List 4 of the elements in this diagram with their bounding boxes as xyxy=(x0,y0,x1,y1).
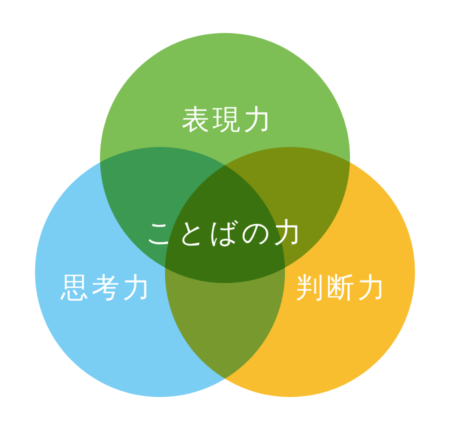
set-label: 判断力 xyxy=(296,272,388,304)
set-label: 表現力 xyxy=(182,104,274,136)
set-label: 思考力 xyxy=(60,272,154,304)
center-label: ことばの力 xyxy=(146,217,304,249)
